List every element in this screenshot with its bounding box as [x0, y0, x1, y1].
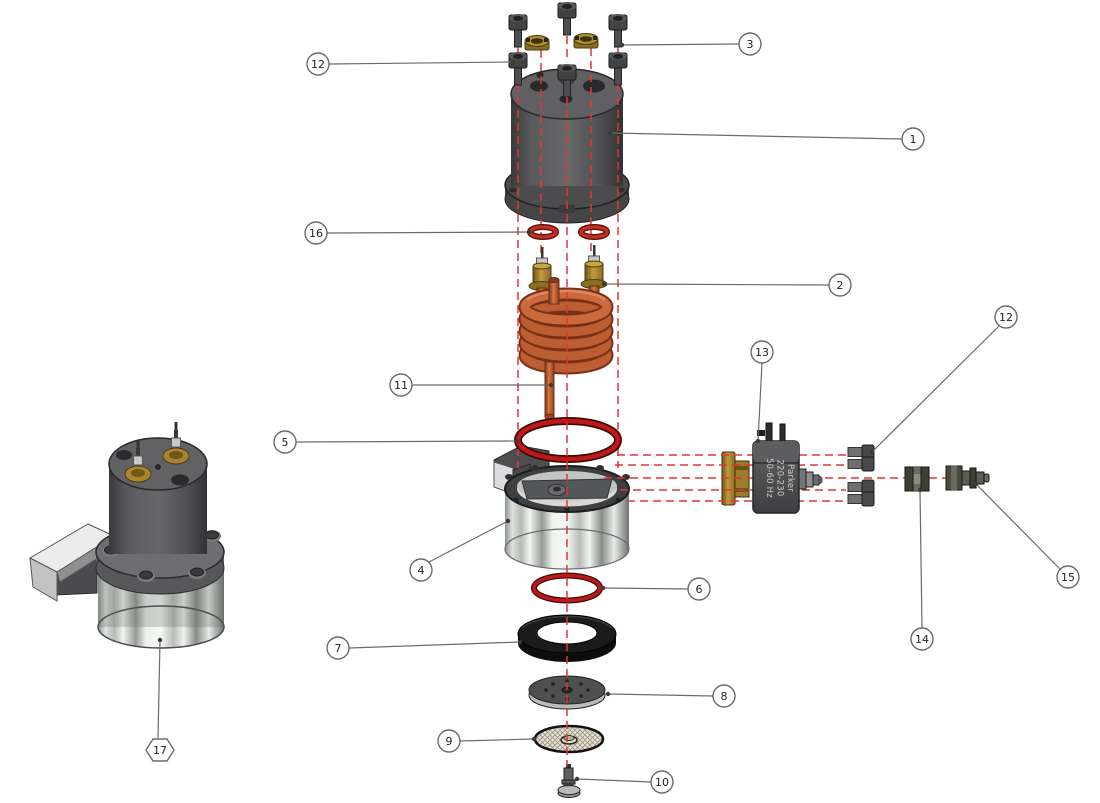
brass-lock-nuts	[524, 33, 599, 51]
part-shower-screen	[533, 724, 605, 754]
element-terminal-right	[580, 245, 608, 289]
callout-6: 6	[600, 577, 711, 601]
svg-text:10: 10	[655, 776, 669, 789]
callout-7: 7	[326, 636, 523, 660]
valve-terminals	[757, 422, 786, 444]
valve-screw	[847, 456, 875, 472]
svg-text:11: 11	[394, 379, 408, 392]
callout-8: 8	[605, 684, 736, 708]
boiler-ring-lugs	[505, 465, 630, 512]
part-shower-plate	[528, 675, 606, 710]
svg-text:6: 6	[696, 583, 703, 596]
svg-text:15: 15	[1061, 571, 1075, 584]
callout-12-left: 12	[306, 52, 516, 76]
assembled-terminal-left	[124, 440, 152, 483]
valve-screws	[847, 444, 875, 507]
part-heating-element	[518, 245, 614, 421]
callout-12-right: 12	[869, 305, 1018, 455]
callout-15: 15	[973, 481, 1080, 589]
svg-text:16: 16	[309, 227, 323, 240]
callout-1: 1	[607, 127, 925, 151]
valve-label-voltage: 220-230	[775, 460, 785, 497]
cap-screw	[608, 14, 628, 48]
svg-text:9: 9	[446, 735, 453, 748]
axis-lines-vertical	[517, 32, 619, 468]
callout-11: 11	[389, 373, 554, 397]
svg-text:1: 1	[910, 133, 917, 146]
cap-screw	[508, 14, 528, 48]
callout-17: 17	[145, 637, 175, 762]
svg-text:7: 7	[335, 642, 342, 655]
part-screw-bottom	[557, 764, 581, 798]
callout-4: 4	[409, 518, 511, 582]
cap-screw	[608, 52, 628, 86]
valve-label-brand: Parker	[785, 464, 795, 492]
assembled-top-cylinder	[108, 422, 208, 554]
callout-9: 9	[437, 729, 537, 753]
callout-14: 14	[910, 487, 934, 651]
part-solenoid-valve: Parker 220-230 50-60 Hz	[752, 422, 823, 514]
part-hose-barb	[945, 465, 990, 491]
callout-13: 13	[750, 340, 774, 444]
svg-text:4: 4	[418, 564, 425, 577]
cap-screw	[508, 52, 528, 86]
svg-text:12: 12	[311, 58, 325, 71]
brass-nut	[573, 33, 599, 49]
svg-text:3: 3	[747, 38, 754, 51]
element-coil	[518, 277, 614, 375]
assembled-group-unit	[28, 422, 225, 649]
valve-screw	[847, 491, 875, 507]
valve-label-frequency: 50-60 Hz	[764, 458, 774, 498]
part-boiler-body	[493, 445, 630, 570]
svg-text:2: 2	[837, 279, 844, 292]
valve-screw	[847, 479, 875, 495]
callout-16: 16	[304, 221, 532, 245]
svg-text:14: 14	[915, 633, 929, 646]
svg-text:12: 12	[999, 311, 1013, 324]
part-fitting-nut	[904, 466, 930, 492]
top-screws	[508, 2, 628, 98]
svg-text:8: 8	[721, 690, 728, 703]
mounting-arm	[28, 523, 118, 602]
cap-screw	[557, 2, 577, 36]
callouts: 1 2 3 4 5 6 7 8	[145, 32, 1080, 794]
assembled-lower-chrome	[97, 565, 225, 649]
callout-10: 10	[574, 770, 674, 794]
part-oring-large	[514, 417, 622, 463]
svg-text:5: 5	[282, 436, 289, 449]
valve-nozzle	[798, 468, 823, 490]
part-oring-small	[531, 572, 603, 604]
callout-5: 5	[273, 430, 520, 454]
svg-text:17: 17	[153, 744, 167, 757]
callout-3: 3	[619, 32, 762, 56]
element-drain-tube	[544, 361, 555, 421]
brass-nut	[524, 35, 550, 51]
valve-label: Parker 220-230 50-60 Hz	[764, 458, 795, 498]
cap-screw	[557, 64, 577, 98]
assembled-terminal-right	[162, 422, 190, 465]
callout-2: 2	[601, 273, 852, 297]
svg-text:13: 13	[755, 346, 769, 359]
axis-lines-horizontal	[604, 454, 990, 502]
